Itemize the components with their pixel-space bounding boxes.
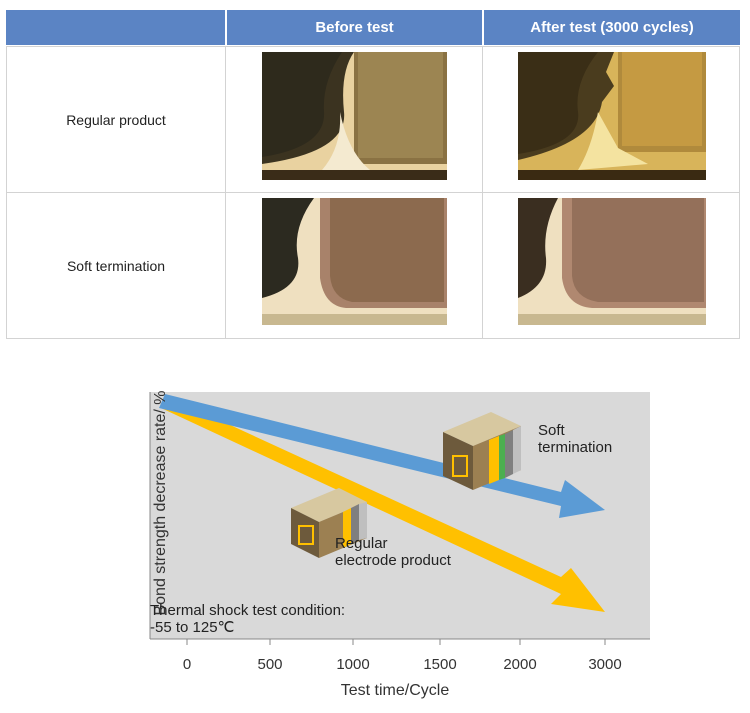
soft-termination-chip-icon bbox=[443, 412, 521, 490]
x-tick-label: 1500 bbox=[423, 656, 457, 673]
micrograph-soft-after bbox=[518, 198, 706, 325]
condition-line-2: -55 to 125℃ bbox=[150, 619, 235, 636]
x-tick-label: 2000 bbox=[503, 656, 537, 673]
x-axis-label: Test time/Cycle bbox=[340, 682, 450, 699]
test-condition-note: Thermal shock test condition: -55 to 125… bbox=[150, 602, 345, 636]
micrograph-regular-before bbox=[262, 52, 447, 180]
regular-product-arrow bbox=[161, 396, 605, 612]
header-after-test: After test (3000 cycles) bbox=[484, 10, 740, 45]
row-label-text: Regular product bbox=[66, 111, 166, 128]
comparison-table: Before test After test (3000 cycles) Reg… bbox=[6, 10, 740, 339]
regular-label-line-2: electrode product bbox=[335, 552, 451, 569]
header-empty bbox=[6, 10, 225, 45]
regular-electrode-label: Regular electrode product bbox=[335, 535, 451, 569]
soft-termination-arrow bbox=[159, 394, 605, 518]
header-before-test: Before test bbox=[227, 10, 482, 45]
soft-termination-label: Soft termination bbox=[538, 422, 612, 456]
x-tick-label: 500 bbox=[257, 656, 283, 673]
x-tick-label: 1000 bbox=[336, 656, 370, 673]
micrograph-soft-before bbox=[262, 198, 447, 325]
bond-strength-chart: Bond strength decrease rate/ % 0 500 100… bbox=[95, 380, 655, 710]
row-label-text: Soft termination bbox=[66, 257, 166, 274]
condition-line-1: Thermal shock test condition: bbox=[150, 602, 346, 619]
row-label-regular: Regular product bbox=[6, 46, 226, 193]
regular-electrode-chip-icon bbox=[291, 488, 367, 558]
micrograph-regular-after bbox=[518, 52, 706, 180]
soft-label-line-1: Soft bbox=[538, 422, 565, 439]
x-tick-label: 0 bbox=[182, 656, 192, 673]
row-label-soft: Soft termination bbox=[6, 192, 226, 339]
soft-label-line-2: termination bbox=[538, 439, 613, 456]
x-tick-label: 3000 bbox=[588, 656, 622, 673]
x-tick-marks bbox=[186, 639, 606, 645]
regular-label-line-1: Regular bbox=[335, 535, 388, 552]
chart-plot bbox=[149, 392, 650, 645]
